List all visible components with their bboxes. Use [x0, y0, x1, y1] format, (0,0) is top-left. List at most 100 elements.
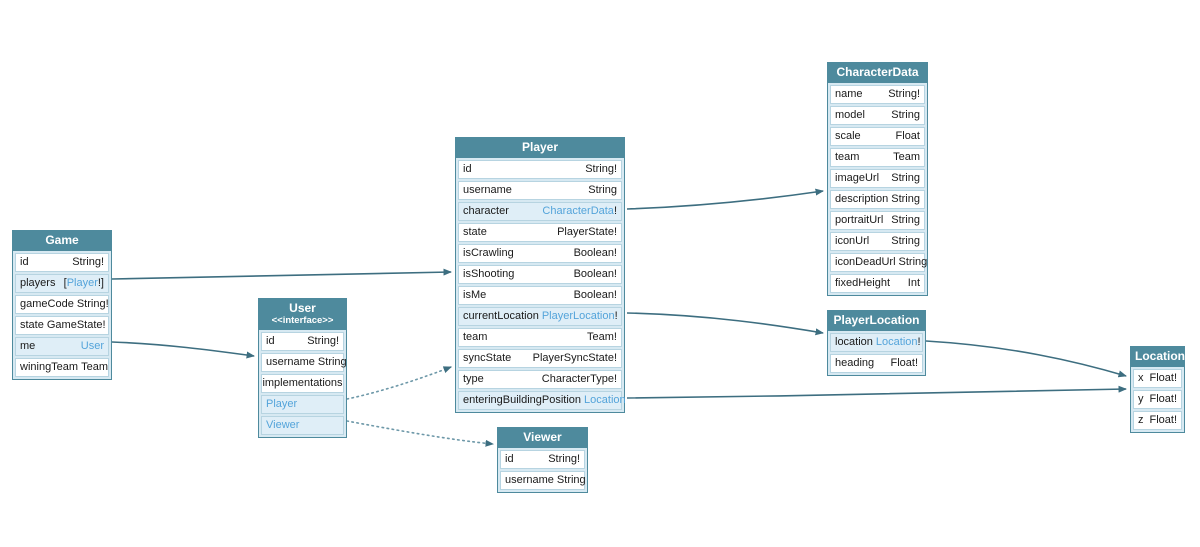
field-name: currentLocation: [463, 309, 539, 322]
implementation-type-link[interactable]: Viewer: [266, 418, 300, 431]
implementation-row-viewer[interactable]: Viewer: [261, 415, 344, 435]
field-type-scalar: Float!: [1149, 392, 1177, 405]
field-type-scalar: String!: [585, 162, 617, 175]
node-title-game[interactable]: Game: [13, 231, 111, 251]
field-type[interactable]: CharacterData!: [542, 204, 617, 219]
field-row-syncstate[interactable]: syncState PlayerSyncState!: [458, 348, 622, 368]
field-row-scale[interactable]: scale Float: [830, 126, 925, 146]
field-name: heading: [835, 356, 875, 369]
field-type-scalar: String: [891, 213, 920, 226]
field-row-team[interactable]: team Team!: [458, 327, 622, 347]
field-type-link[interactable]: CharacterData: [542, 204, 614, 217]
field-name: syncState: [463, 351, 512, 364]
implementation-type-link[interactable]: Player: [266, 397, 298, 410]
node-title-viewer[interactable]: Viewer: [498, 428, 587, 448]
field-type-link[interactable]: Location: [875, 335, 918, 348]
field-type: String!: [307, 334, 339, 349]
field-type-suffix: !: [613, 204, 617, 217]
field-type-suffix: !: [614, 309, 618, 322]
field-type-scalar: String: [898, 255, 928, 268]
field-type-link[interactable]: PlayerLocation: [541, 309, 615, 322]
field-type-link[interactable]: User: [80, 339, 104, 352]
edge-playerlocation-location-to-location: [925, 340, 1127, 378]
node-title-text: Player: [521, 140, 559, 154]
field-type-scalar: Team: [81, 360, 108, 373]
field-type-link[interactable]: Location: [584, 393, 626, 406]
node-title-text: Game: [45, 233, 79, 247]
field-type[interactable]: [Player!]: [64, 276, 104, 291]
field-type-scalar: PlayerSyncState!: [532, 351, 617, 364]
field-type[interactable]: PlayerLocation!: [542, 309, 618, 324]
field-type: Boolean!: [574, 246, 617, 261]
field-name: isMe: [463, 288, 487, 301]
field-type-scalar: String!: [548, 452, 580, 465]
field-name: name: [835, 87, 863, 100]
field-type: Team!: [587, 330, 617, 345]
implementation-row-player[interactable]: Player: [261, 394, 344, 414]
field-type[interactable]: Location!: [876, 335, 921, 350]
field-type: PlayerState!: [557, 225, 617, 240]
node-title-playerlocation[interactable]: PlayerLocation: [828, 311, 925, 331]
edge-player-enteringbuildingposition-to-location: [626, 385, 1127, 399]
node-title-location[interactable]: Location: [1131, 347, 1185, 367]
field-type: Boolean!: [574, 267, 617, 282]
field-name: team: [463, 330, 488, 343]
field-type-scalar: String: [891, 234, 920, 247]
field-type: String!: [72, 255, 104, 270]
field-type[interactable]: Location: [584, 393, 626, 408]
field-name: scale: [835, 129, 861, 142]
field-row-id[interactable]: id String!: [458, 159, 622, 179]
node-title-characterdata[interactable]: CharacterData: [828, 63, 927, 83]
field-type-link[interactable]: Player: [66, 276, 98, 289]
field-row-players[interactable]: players[Player!]: [15, 273, 109, 293]
field-name: id: [463, 162, 472, 175]
field-name: model: [835, 108, 865, 121]
node-title-player[interactable]: Player: [456, 138, 624, 158]
field-type-scalar: Boolean!: [573, 246, 617, 259]
node-title-user[interactable]: User<<interface>>: [259, 299, 346, 330]
field-type[interactable]: User: [81, 339, 104, 354]
field-name: enteringBuildingPosition: [463, 393, 582, 406]
field-type: Team: [81, 360, 108, 375]
field-type: Float: [896, 129, 920, 144]
